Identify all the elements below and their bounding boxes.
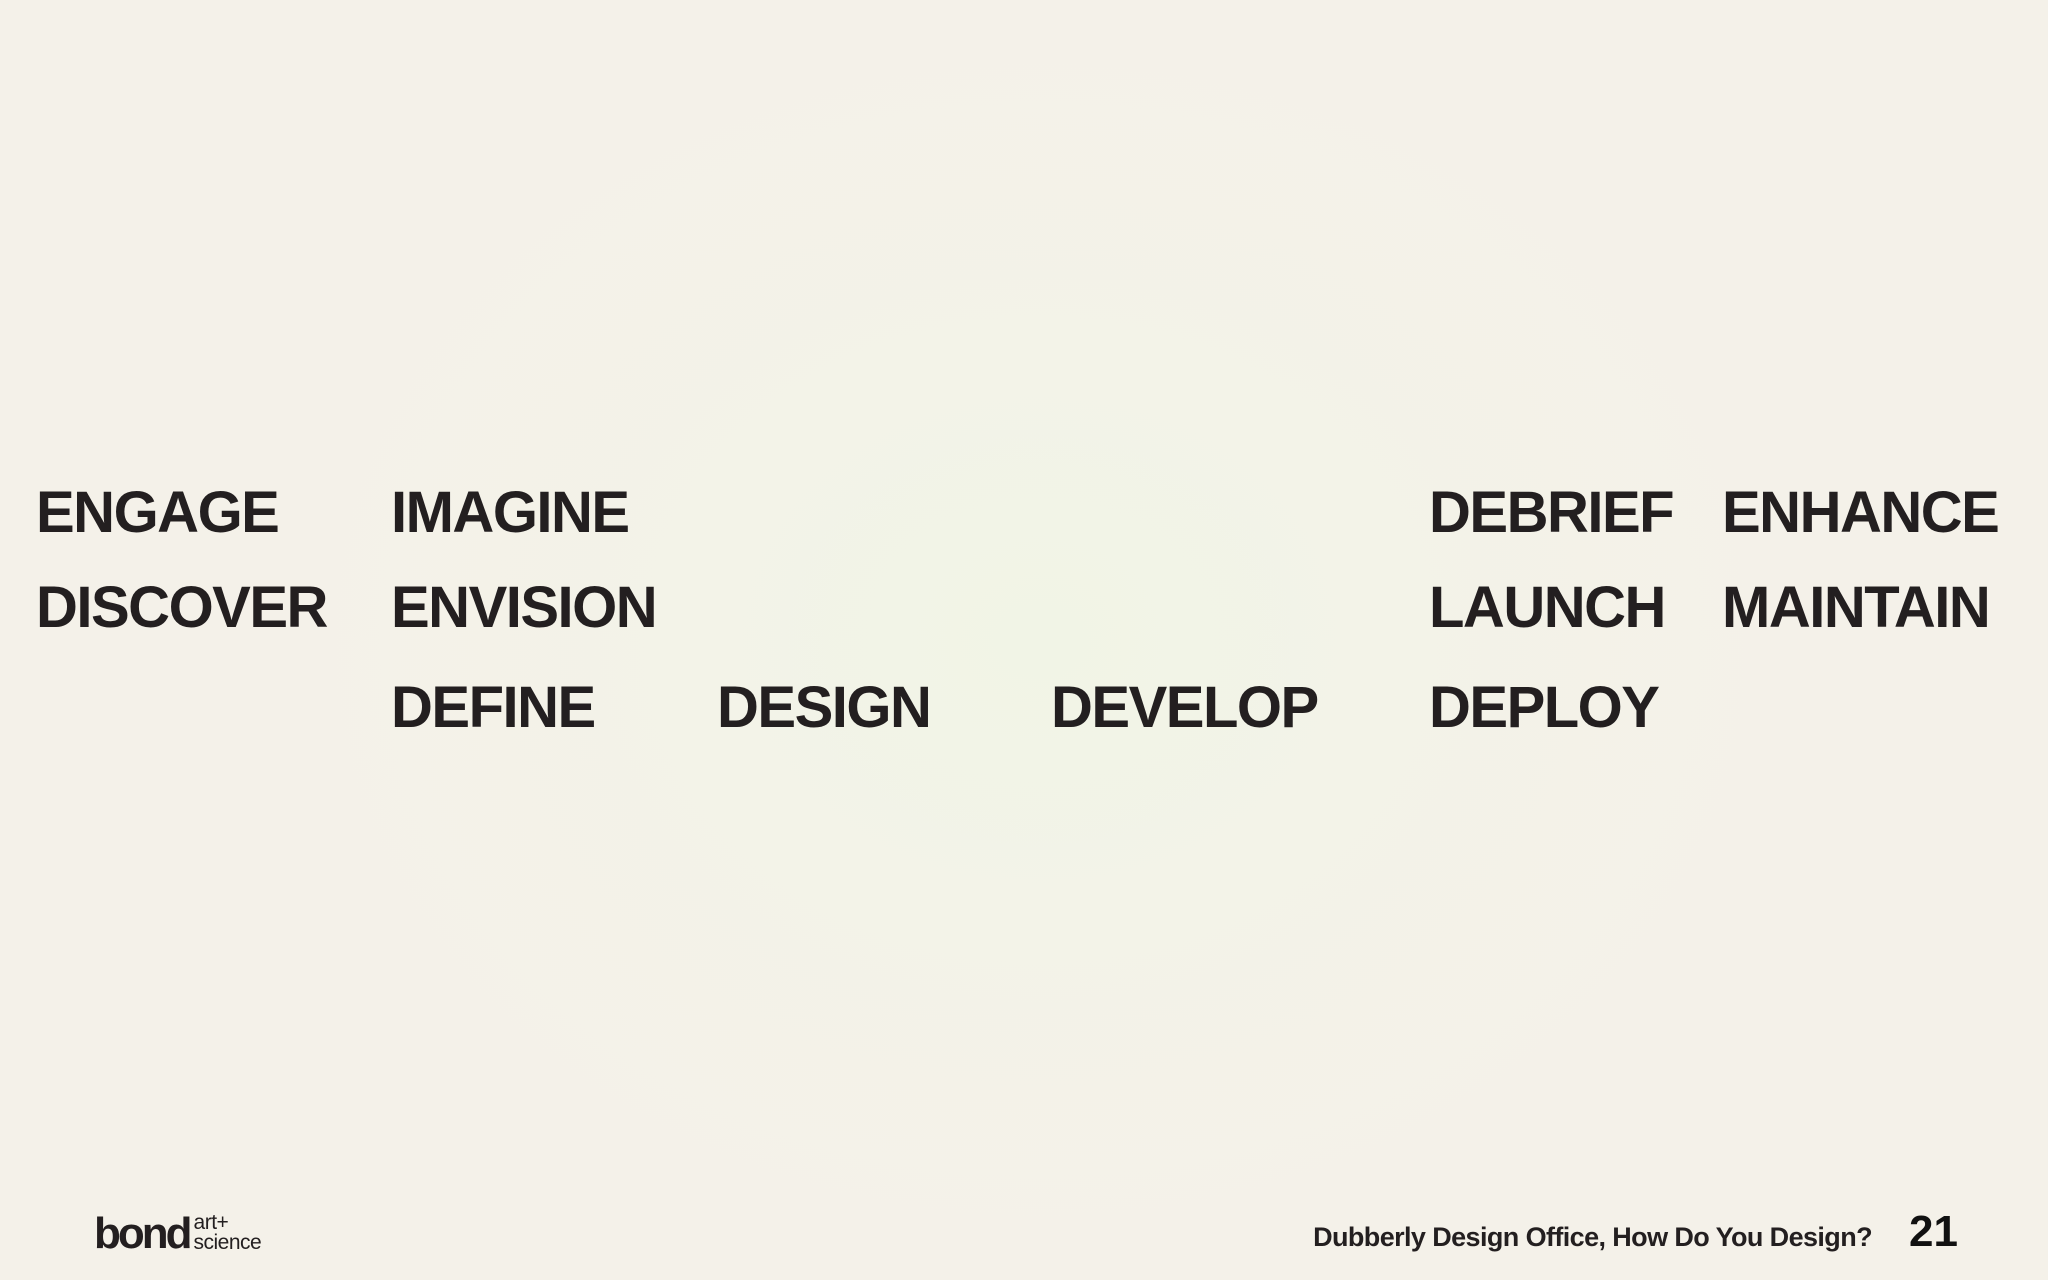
logo-wordmark: bond [94,1209,193,1259]
word-debrief: DEBRIEF [1429,480,1675,545]
logo-sub-top: art+ [193,1211,229,1235]
word-discover: DISCOVER [36,575,328,640]
page-number: 21 [1909,1207,1958,1256]
word-maintain: MAINTAIN [1722,575,1991,640]
footer-caption: Dubberly Design Office, How Do You Desig… [1313,1222,1872,1252]
bond-art-science-logo: bond art+ science [94,1209,262,1259]
word-launch: LAUNCH [1429,575,1666,640]
word-enhance: ENHANCE [1722,480,2000,545]
word-develop: DEVELOP [1051,675,1319,740]
logo-subtitle: art+ science [193,1211,262,1254]
word-imagine: IMAGINE [391,480,630,545]
word-design: DESIGN [717,675,932,740]
word-define: DEFINE [391,675,596,740]
word-envision: ENVISION [391,575,658,640]
word-deploy: DEPLOY [1429,675,1660,740]
word-engage: ENGAGE [36,480,280,545]
logo-sub-bottom: science [193,1230,262,1254]
